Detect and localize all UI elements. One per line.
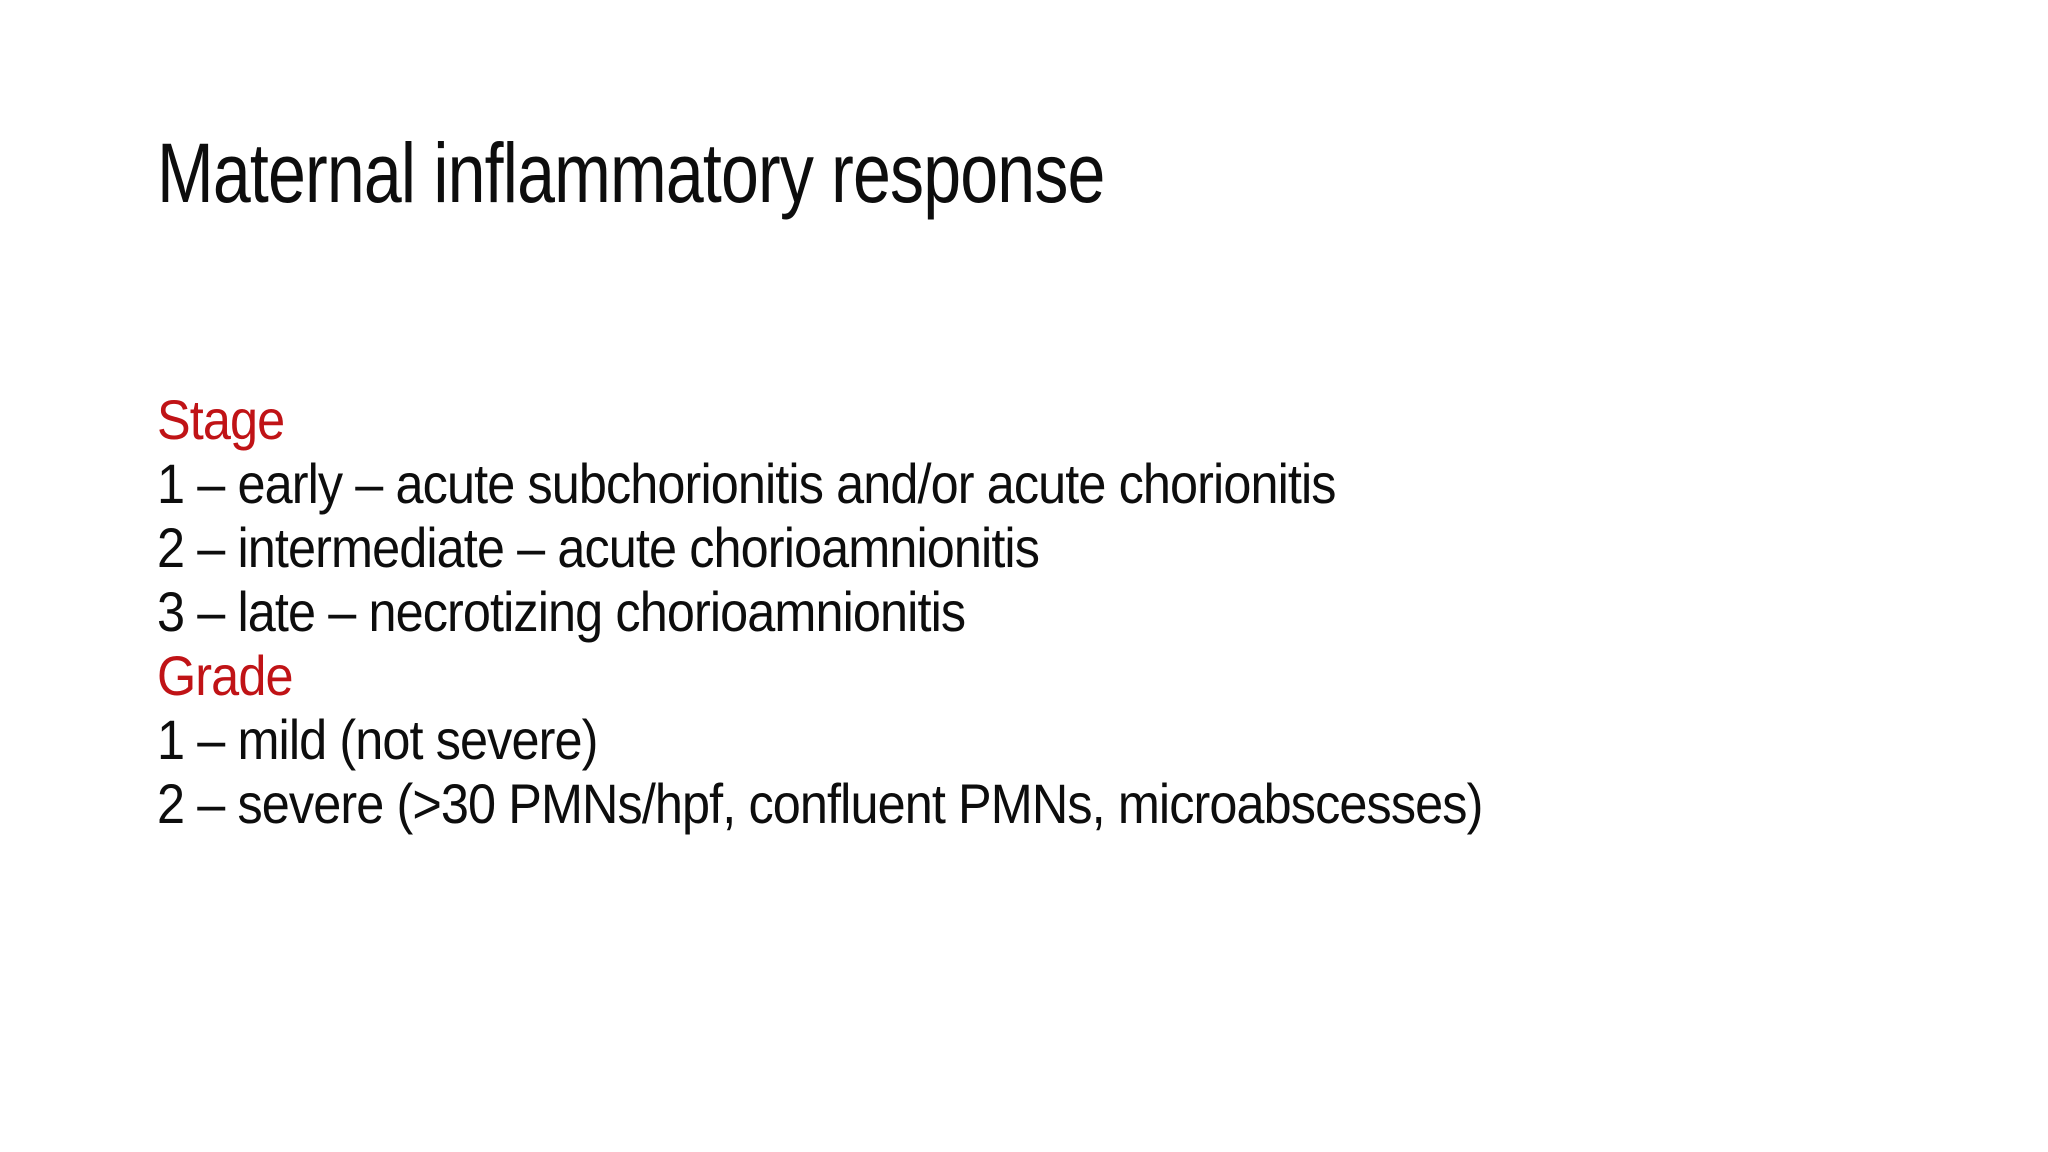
grade-item-1: 1 – mild (not severe) — [157, 708, 598, 771]
stage-item-2: 2 – intermediate – acute chorioamnioniti… — [157, 516, 1040, 579]
stage-section-heading: Stage — [157, 388, 285, 451]
stage-item-1: 1 – early – acute subchorionitis and/or … — [157, 452, 1337, 515]
grade-item-2: 2 – severe (>30 PMNs/hpf, confluent PMNs… — [157, 772, 1483, 835]
slide-title: Maternal inflammatory response — [157, 126, 1105, 220]
grade-section-heading: Grade — [157, 644, 293, 707]
stage-item-3: 3 – late – necrotizing chorioamnionitis — [157, 580, 966, 643]
slide-body-text: Stage 1 – early – acute subchorionitis a… — [157, 388, 1483, 836]
